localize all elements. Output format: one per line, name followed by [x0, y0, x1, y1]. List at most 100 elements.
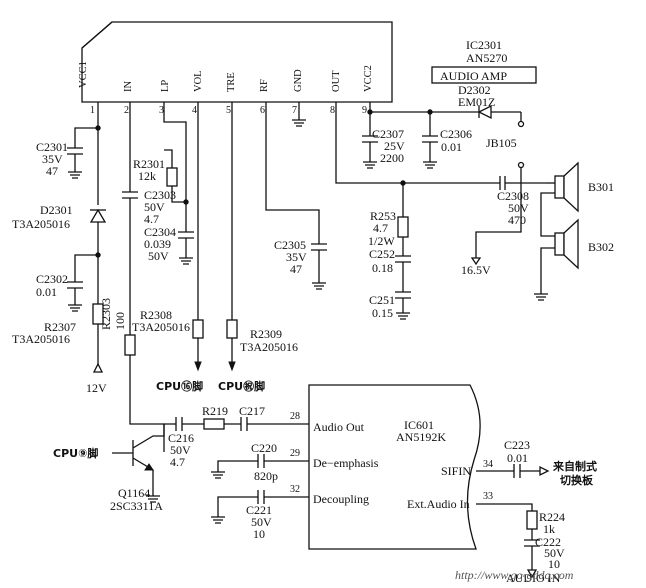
c222-ref: C222	[535, 535, 561, 549]
c2307-ref: C2307	[372, 127, 404, 141]
pin-name-gnd: GND	[293, 69, 304, 92]
c251-ref: C251	[369, 293, 395, 307]
c217-ref: C217	[239, 404, 265, 418]
pin-name-rf: RF	[259, 79, 270, 92]
pin-num-4: 4	[192, 105, 197, 116]
r2309-ref: R2309	[250, 327, 282, 341]
c2307-v2: 2200	[380, 151, 404, 165]
r2303-value: 100	[113, 312, 127, 330]
pin6-net	[265, 102, 327, 290]
pin-num-2: 2	[124, 105, 129, 116]
pin28-net	[112, 417, 309, 503]
r2301-ref: R2301	[133, 157, 165, 171]
c223-v1: 0.01	[507, 451, 528, 465]
ic601-pin34-num: 34	[483, 459, 493, 470]
r219-ref: R219	[202, 404, 228, 418]
pin-name-vcc1: VCC1	[78, 61, 89, 88]
d2302-part: EM01Z	[458, 95, 495, 109]
c2306-ref: C2306	[440, 127, 472, 141]
pin-num-6: 6	[260, 105, 265, 116]
pin-name-vcc2: VCC2	[363, 65, 374, 92]
r2307-ref: R2307	[44, 320, 76, 334]
pin-name-vol: VOL	[193, 70, 204, 92]
r253-ref: R253	[370, 209, 396, 223]
c220-ref: C220	[251, 441, 277, 455]
c2301-v2: 47	[46, 164, 58, 178]
ic601-pin29-num: 29	[290, 448, 300, 459]
ic2301-part: AN5270	[466, 51, 507, 65]
pin29-net	[211, 454, 309, 479]
c2304-v1: 0.039	[144, 237, 171, 251]
r224-value: 1k	[543, 522, 555, 536]
ic2301-ref: IC2301	[466, 38, 502, 52]
c221-v1: 50V	[251, 515, 272, 529]
c222-v1: 50V	[544, 546, 565, 560]
r2307-part: T3A205016	[12, 332, 70, 346]
ic601-ref: IC601	[404, 418, 434, 432]
c2305-v2: 47	[290, 262, 302, 276]
pin-num-5: 5	[226, 105, 231, 116]
c216-ref: C216	[168, 431, 194, 445]
pin34-net	[476, 464, 550, 478]
pin-num-7: 7	[292, 105, 297, 116]
ic601-pin32-num: 32	[290, 484, 300, 495]
watermark: http://www.go-gddq.com	[455, 568, 574, 582]
c2302-v1: 0.01	[36, 285, 57, 299]
label-cpu23: CPU㊗脚	[218, 379, 265, 393]
ic2301-body	[81, 21, 393, 103]
label-16-5v: 16.5V	[461, 263, 491, 277]
b301-ref: B301	[588, 180, 614, 194]
ic601-pin32-name: Decoupling	[313, 492, 369, 506]
ic601-pin34-name: SIFIN	[441, 464, 471, 478]
pin32-net	[211, 490, 309, 524]
r2308-ref: R2308	[140, 308, 172, 322]
label-12v: 12V	[86, 381, 107, 395]
c252-ref: C252	[369, 247, 395, 261]
c2307-v1: 25V	[384, 139, 405, 153]
pin-name-out: OUT	[331, 70, 342, 92]
ic601-pin29-name: De−emphasis	[313, 456, 379, 470]
label-from-switch-1: 来自制式	[552, 459, 597, 473]
c2303-v2: 4.7	[144, 212, 159, 226]
c2303-ref: C2303	[144, 188, 176, 202]
jb105-ref: JB105	[486, 136, 517, 150]
c252-v1: 0.18	[372, 261, 393, 275]
r2303-ref: R2303	[99, 298, 113, 330]
ic601-pin33-name: Ext.Audio In	[407, 497, 470, 511]
d2301-part: T3A205016	[12, 217, 70, 231]
pin9-net	[362, 102, 525, 266]
label-audio-in: AUDIO IN	[506, 571, 561, 585]
ic601-pin28-num: 28	[290, 411, 300, 422]
r224-ref: R224	[539, 510, 565, 524]
pin-num-9: 9	[362, 105, 367, 116]
pin-num-1: 1	[90, 105, 95, 116]
label-from-switch-2: 切换板	[560, 473, 594, 487]
c216-v1: 50V	[170, 443, 191, 457]
audio-amp-box	[431, 66, 537, 84]
pin-num-3: 3	[159, 105, 164, 116]
pin-num-8: 8	[330, 105, 335, 116]
pin-name-tre: TRE	[226, 72, 237, 92]
c2308-v1: 50V	[508, 201, 529, 215]
c2302-ref: C2302	[36, 272, 68, 286]
pin5-net	[226, 102, 238, 372]
audio-amp-label: AUDIO AMP	[440, 69, 507, 83]
speaker-wiring	[534, 182, 555, 301]
speaker-b301	[554, 161, 579, 213]
c220-v1: 820p	[254, 469, 278, 483]
c221-ref: C221	[246, 503, 272, 517]
c2305-ref: C2305	[274, 238, 306, 252]
c2301-ref: C2301	[36, 140, 68, 154]
ic601-body	[308, 384, 481, 550]
pin1-net	[67, 102, 107, 373]
c251-v1: 0.15	[372, 306, 393, 320]
pin33-net	[476, 503, 540, 579]
c222-v2: 10	[548, 557, 560, 571]
c221-v2: 10	[253, 527, 265, 541]
q1164-part: 2SC3311A	[110, 499, 163, 513]
pin-name-lp: LP	[160, 80, 171, 92]
pin4-net	[192, 102, 204, 372]
c216-v2: 4.7	[170, 455, 185, 469]
